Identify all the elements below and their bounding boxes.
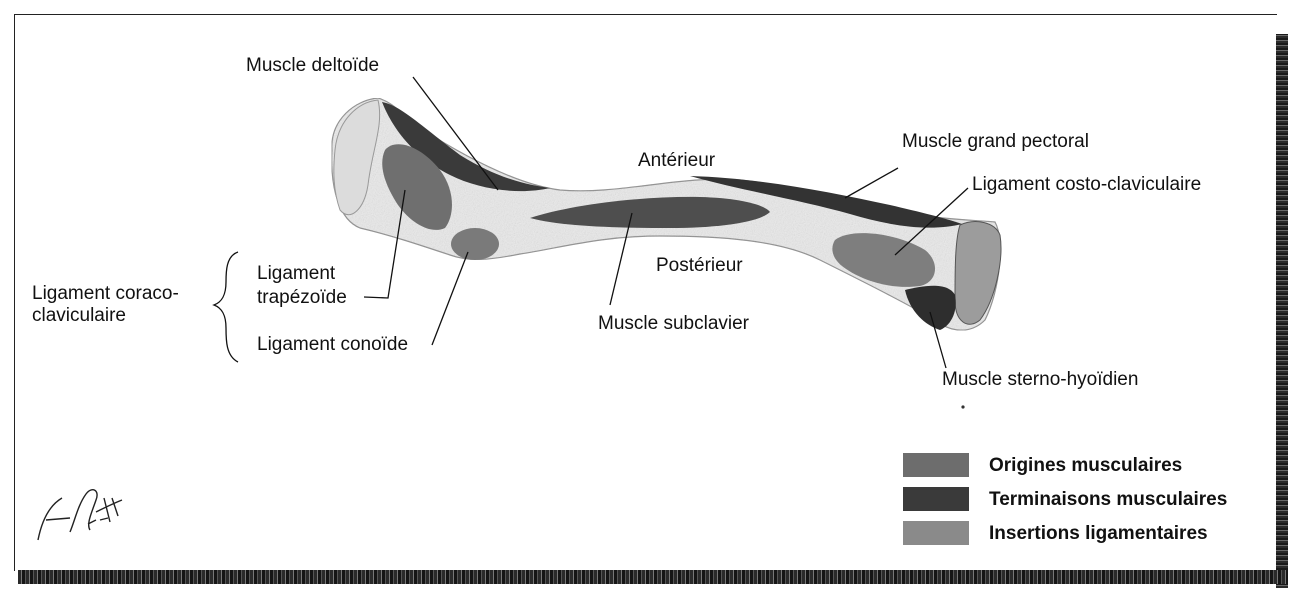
small-dot-mark — [961, 405, 964, 408]
label-ligament-trapezoide-line1: Ligament — [257, 263, 335, 285]
coraco-brace — [214, 252, 238, 362]
netter-signature — [38, 490, 122, 540]
label-ligament-trapezoide-line2: trapézoïde — [257, 287, 347, 309]
legend-swatch-insertions — [903, 521, 969, 545]
legend-label-origines: Origines musculaires — [989, 455, 1182, 477]
label-posterieur: Postérieur — [656, 255, 743, 277]
legend-swatch-terminaisons — [903, 487, 969, 511]
leader-conoid — [432, 252, 468, 345]
sternohyoid-origin-area — [905, 286, 956, 330]
legend-swatch-origines — [903, 453, 969, 477]
conoid-ligament-area — [451, 228, 499, 260]
leader-pectoral — [845, 168, 898, 198]
label-ligament-costo-claviculaire: Ligament costo-claviculaire — [972, 174, 1201, 196]
label-muscle-subclavier: Muscle subclavier — [598, 313, 749, 335]
label-muscle-grand-pectoral: Muscle grand pectoral — [902, 131, 1089, 153]
legend-label-terminaisons: Terminaisons musculaires — [989, 489, 1227, 511]
label-anterieur: Antérieur — [638, 150, 715, 172]
legend-label-insertions: Insertions ligamentaires — [989, 523, 1208, 545]
label-ligament-coraco-line2: claviculaire — [32, 305, 126, 327]
label-ligament-coraco-line1: Ligament coraco- — [32, 283, 179, 305]
label-muscle-deltoide: Muscle deltoïde — [246, 55, 379, 77]
label-ligament-conoide: Ligament conoïde — [257, 334, 408, 356]
sternal-end-face — [955, 222, 1001, 325]
label-muscle-sterno-hyoidien: Muscle sterno-hyoïdien — [942, 369, 1138, 391]
